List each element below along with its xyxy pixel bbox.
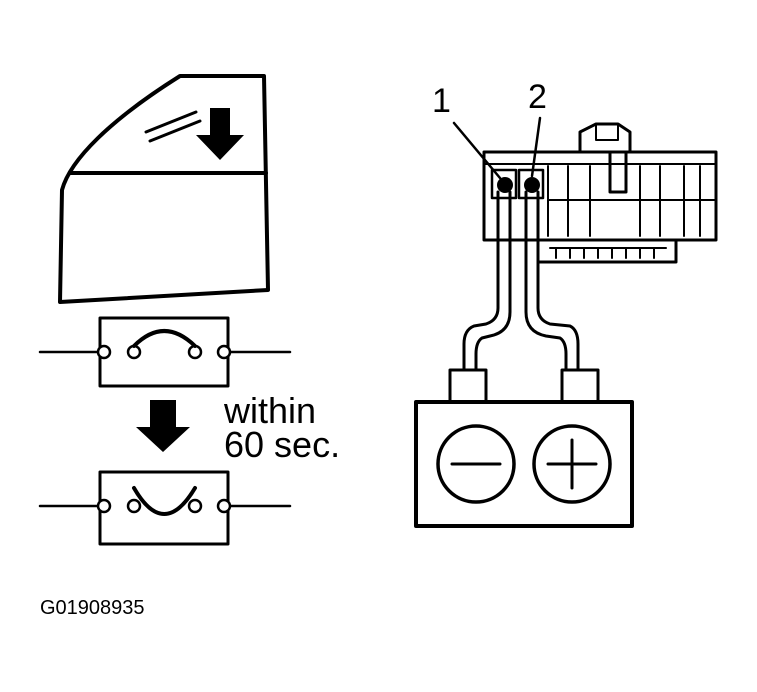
timing-note-line2: 60 sec. xyxy=(224,424,341,465)
battery-icon xyxy=(414,368,634,528)
car-door-icon xyxy=(58,74,270,304)
pin-1-leader xyxy=(452,121,502,180)
pin-1-label: 1 xyxy=(432,82,451,120)
transition-down-arrow-icon xyxy=(136,400,190,452)
figure-id: G01908935 xyxy=(40,597,145,619)
pin-2-label: 2 xyxy=(528,78,547,116)
switch-before-icon xyxy=(38,316,292,388)
window-down-arrow-icon xyxy=(196,108,244,160)
timing-note-line1: within xyxy=(224,390,317,431)
positive-lead-wire xyxy=(524,190,580,372)
switch-after-icon xyxy=(38,470,292,546)
negative-lead-wire xyxy=(462,190,512,372)
pin-2-leader xyxy=(530,116,542,178)
connector-icon xyxy=(482,122,718,264)
